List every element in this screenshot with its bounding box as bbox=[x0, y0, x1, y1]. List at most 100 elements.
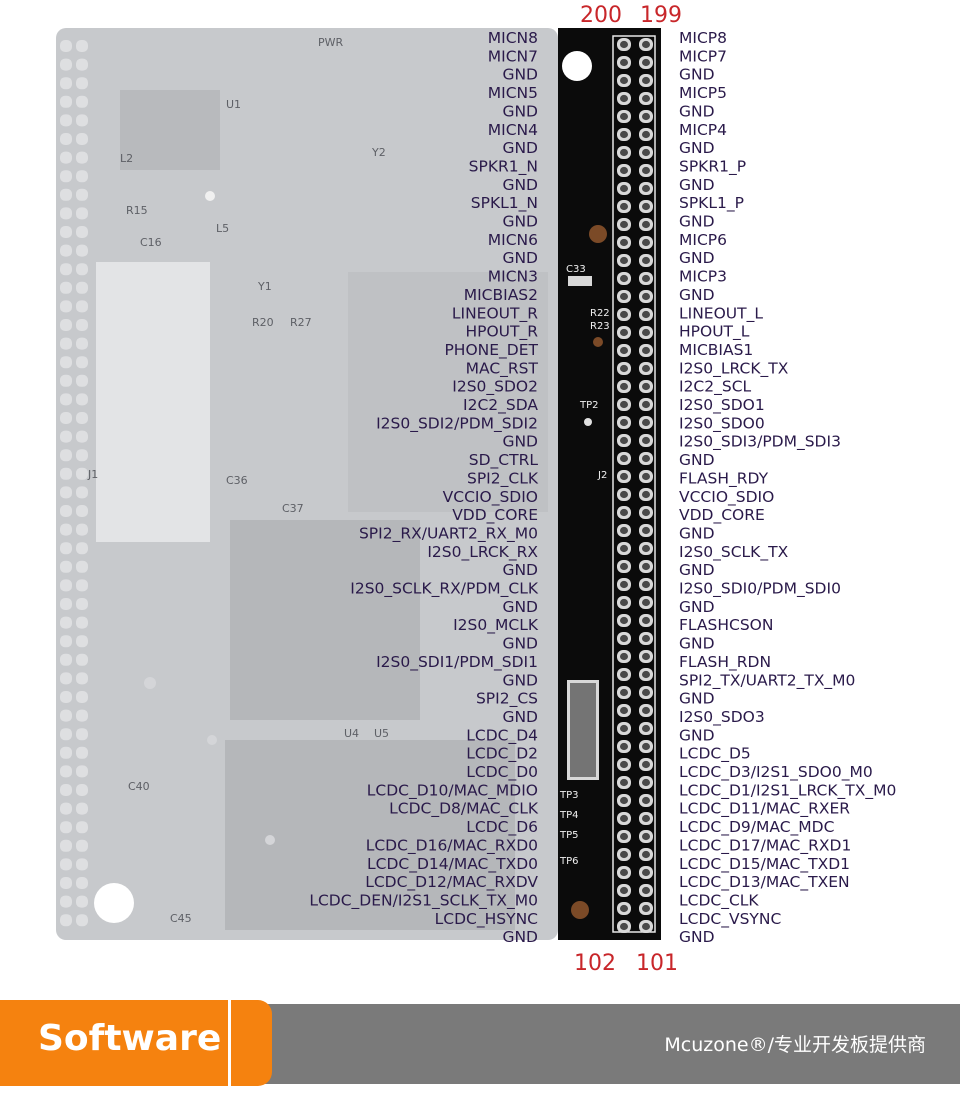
right-pin-label: I2S0_LRCK_TX bbox=[679, 359, 789, 378]
pcb-pad bbox=[76, 616, 88, 629]
pcb-pad bbox=[60, 95, 72, 108]
pcb-silk-label: C16 bbox=[140, 236, 162, 249]
header-pad-hole bbox=[620, 832, 628, 841]
header-pad-hole bbox=[642, 58, 650, 67]
header-pad-hole bbox=[620, 346, 628, 355]
pcb-pad bbox=[76, 895, 88, 908]
header-pad-hole bbox=[620, 814, 628, 823]
header-pad-hole bbox=[620, 202, 628, 211]
pcb-pad bbox=[60, 77, 72, 90]
header-pad-hole bbox=[620, 112, 628, 121]
pcb-silk-label: L2 bbox=[120, 152, 133, 165]
pcb-pad bbox=[76, 821, 88, 834]
pcb-silk-label: U4 bbox=[344, 727, 359, 740]
silk-c33: C33 bbox=[566, 264, 586, 275]
right-pin-label: GND bbox=[679, 561, 715, 579]
footer-tab bbox=[0, 1000, 272, 1086]
left-pin-label: MICN7 bbox=[488, 47, 538, 65]
header-pad-hole bbox=[642, 400, 650, 409]
right-pin-label: I2S0_SDI0/PDM_SDI0 bbox=[679, 580, 841, 599]
pcb-pad bbox=[76, 430, 88, 443]
right-pin-label: MICP6 bbox=[679, 231, 727, 249]
pcb-pad bbox=[60, 839, 72, 852]
pcb-pad bbox=[60, 393, 72, 406]
left-pin-label: SPI2_CS bbox=[476, 690, 538, 709]
left-pin-label: SPKR1_N bbox=[469, 157, 538, 176]
pcb-pad bbox=[60, 374, 72, 387]
pcb-pad bbox=[76, 151, 88, 164]
left-pin-label: PHONE_DET bbox=[444, 341, 538, 360]
pcb-pad bbox=[60, 598, 72, 610]
header-pad-hole bbox=[620, 634, 628, 643]
silk-tp2: TP2 bbox=[579, 400, 599, 411]
left-pin-label: GND bbox=[502, 928, 538, 946]
header-pad-hole bbox=[620, 526, 628, 535]
header-pad-hole bbox=[620, 922, 628, 931]
pcb-pad bbox=[76, 281, 88, 294]
pcb-pad bbox=[76, 858, 88, 871]
pin-number-101: 101 bbox=[636, 951, 678, 976]
footer-brand: Mcuzone®/专业开发板提供商 bbox=[664, 1034, 926, 1056]
header-pad-hole bbox=[642, 796, 650, 805]
header-pad-hole bbox=[620, 868, 628, 877]
silk-tp4: TP4 bbox=[559, 810, 579, 821]
left-pin-label: I2C2_SDA bbox=[463, 396, 538, 415]
header-pad-hole bbox=[642, 364, 650, 373]
pcb-pad bbox=[76, 914, 88, 927]
right-pin-label: GND bbox=[679, 451, 715, 469]
right-pin-label: GND bbox=[679, 139, 715, 157]
pcb-silk-label: Y1 bbox=[257, 280, 272, 293]
pcb-pad bbox=[76, 412, 88, 424]
header-pad-hole bbox=[620, 724, 628, 733]
left-pin-label: MICN4 bbox=[488, 121, 538, 139]
footer-banner: Software Mcuzone®/专业开发板提供商 bbox=[0, 1000, 960, 1086]
header-pad-hole bbox=[620, 454, 628, 463]
left-pin-label: GND bbox=[502, 249, 538, 267]
pcb-pad bbox=[60, 672, 72, 685]
pcb-pad bbox=[76, 300, 88, 313]
right-pin-label: LCDC_D15/MAC_TXD1 bbox=[679, 855, 850, 874]
left-pin-label: GND bbox=[502, 635, 538, 653]
header-pad-hole bbox=[620, 706, 628, 715]
pcb-silk-label: J1 bbox=[87, 468, 98, 481]
right-pin-label: LCDC_VSYNC bbox=[679, 910, 781, 929]
testpoint-tp2 bbox=[584, 418, 592, 426]
pcb-pad bbox=[60, 263, 72, 276]
pcb-pad bbox=[60, 412, 72, 424]
pcb-pad bbox=[60, 523, 72, 536]
right-pin-label: MICP7 bbox=[679, 47, 727, 65]
pcb-pad bbox=[60, 802, 72, 815]
pcb-pad bbox=[60, 226, 72, 238]
left-pin-label: GND bbox=[502, 66, 538, 84]
header-pad-hole bbox=[620, 778, 628, 787]
pcb-pad bbox=[60, 207, 72, 220]
header-outline bbox=[612, 35, 656, 933]
header-pad-hole bbox=[642, 418, 650, 427]
pcb-pad bbox=[76, 802, 88, 815]
via-pad bbox=[571, 901, 589, 919]
header-pad-hole bbox=[620, 436, 628, 445]
left-pin-label: GND bbox=[502, 213, 538, 231]
left-pin-label: LCDC_D14/MAC_TXD0 bbox=[367, 855, 538, 874]
header-pad-hole bbox=[642, 850, 650, 859]
right-pin-label: MICBIAS1 bbox=[679, 341, 753, 359]
header-pad-hole bbox=[642, 166, 650, 175]
header-pad-hole bbox=[642, 652, 650, 661]
left-pin-label: GND bbox=[502, 433, 538, 451]
header-pad-hole bbox=[642, 616, 650, 625]
pcb-pad bbox=[60, 319, 72, 331]
pcb-pad bbox=[76, 877, 88, 889]
header-pad-hole bbox=[642, 130, 650, 139]
pcb-pad bbox=[76, 393, 88, 406]
pcb-pad bbox=[60, 895, 72, 908]
header-pad-hole bbox=[642, 490, 650, 499]
pcb-pad bbox=[76, 579, 88, 592]
right-pin-label: SPI2_TX/UART2_TX_M0 bbox=[679, 671, 855, 690]
header-pad-hole bbox=[620, 904, 628, 913]
pcb-pad bbox=[60, 746, 72, 759]
pcb-pad bbox=[60, 486, 72, 499]
header-pad-hole bbox=[642, 670, 650, 679]
left-pin-label: MAC_RST bbox=[466, 359, 539, 378]
header-pad-hole bbox=[642, 382, 650, 391]
